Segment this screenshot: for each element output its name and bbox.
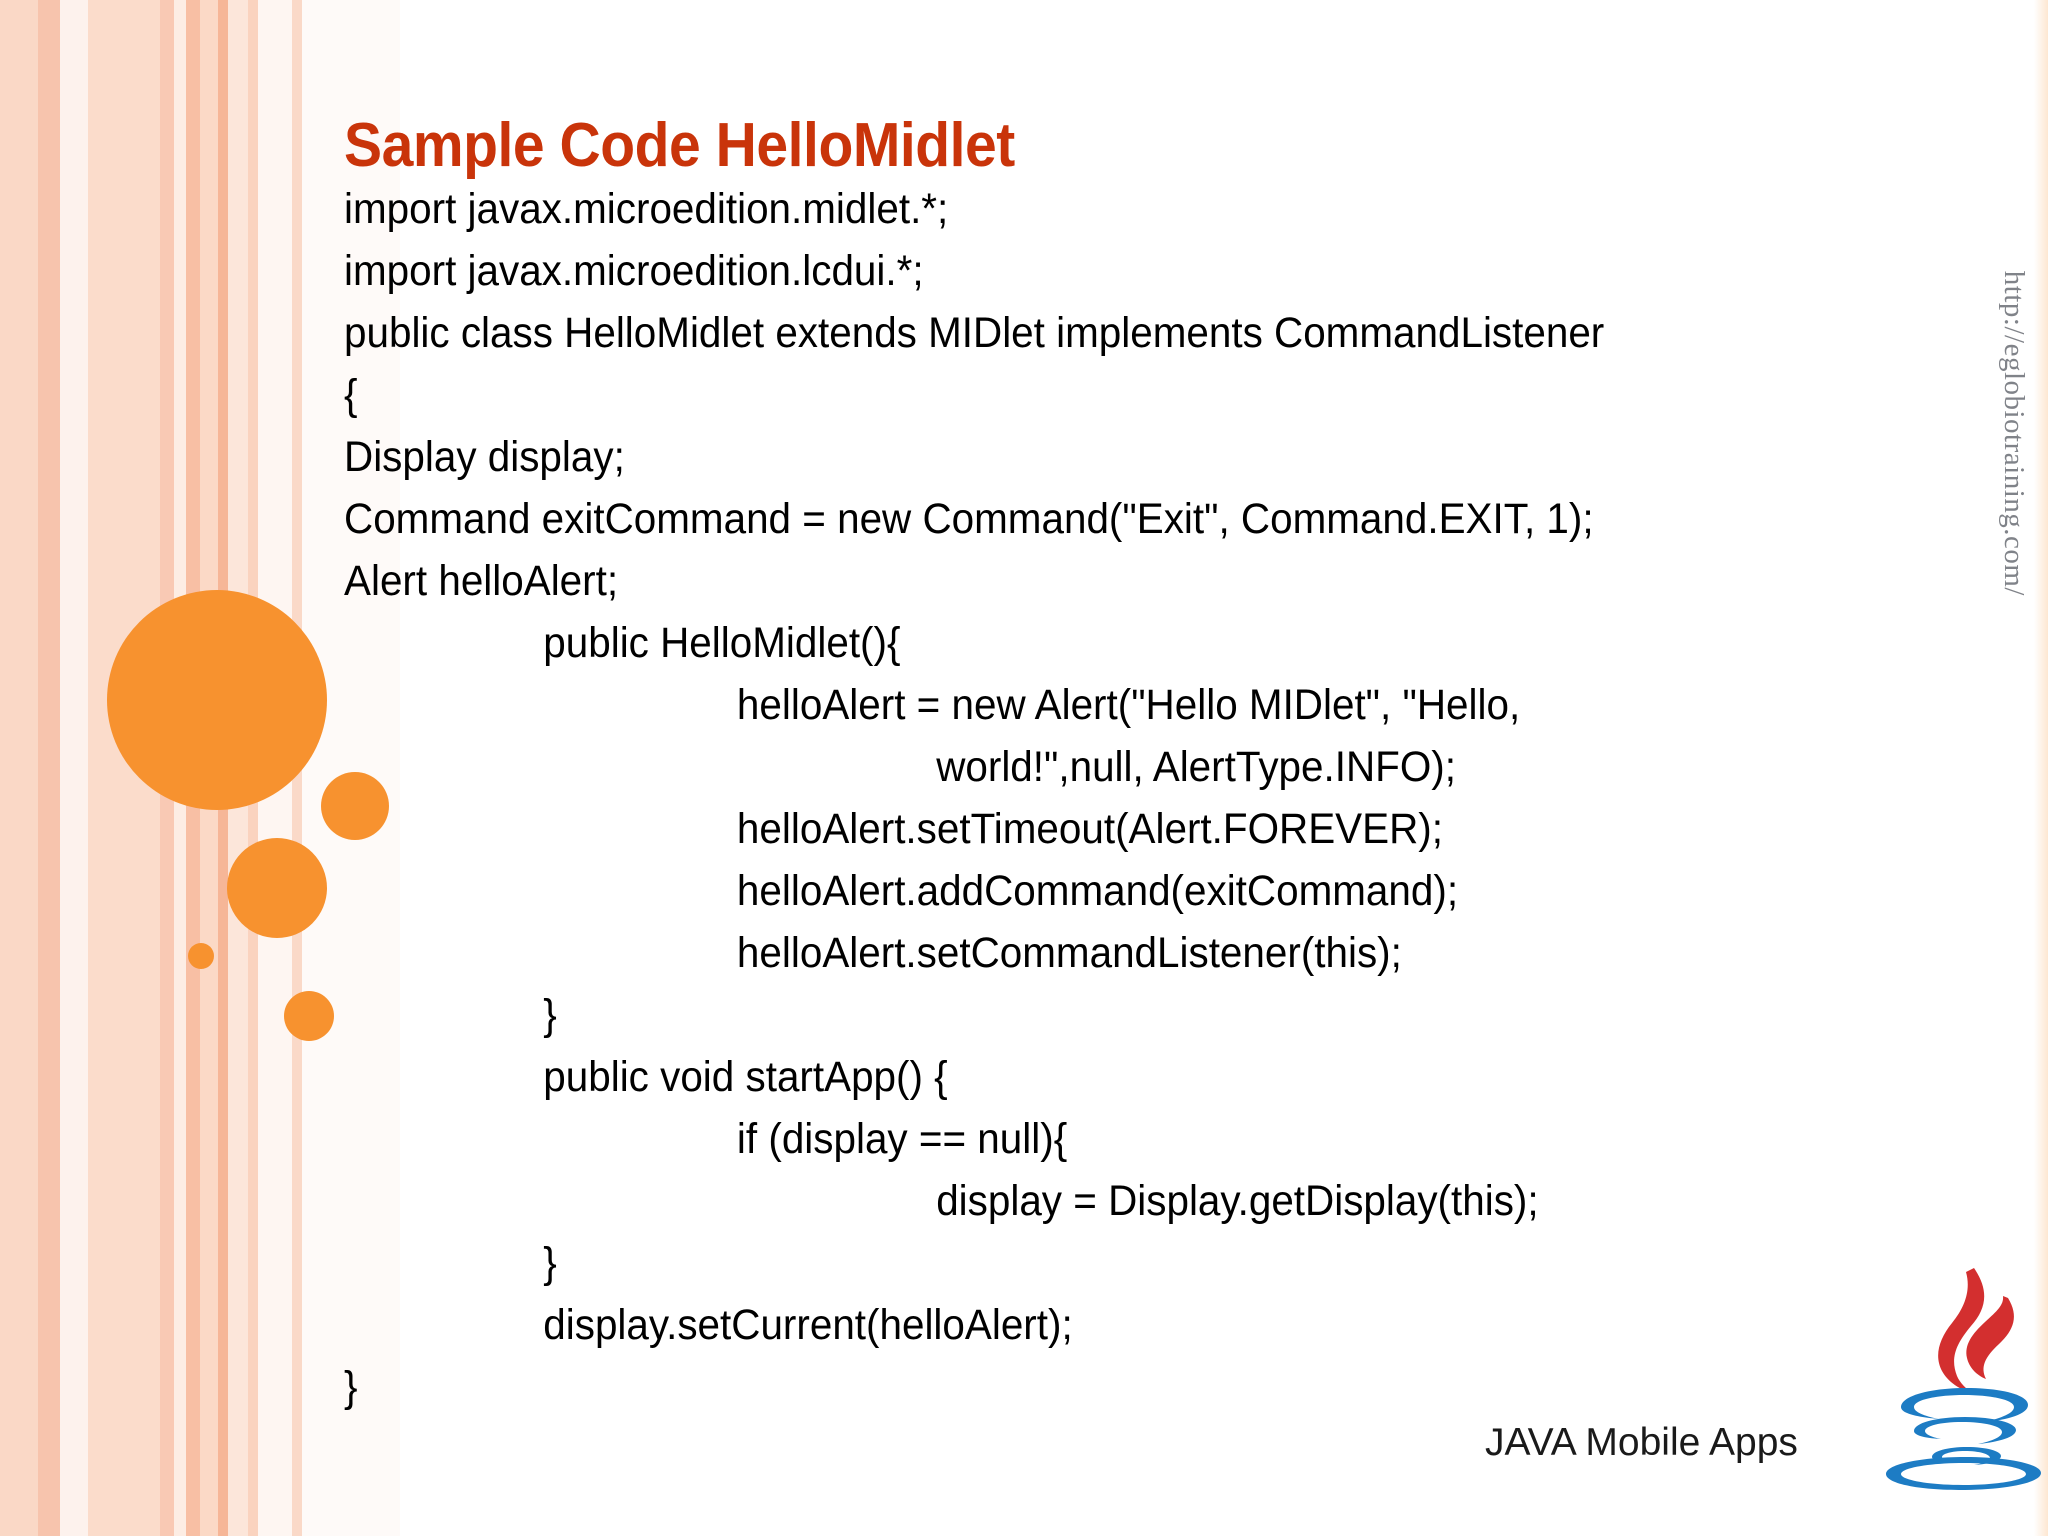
code-line: public class HelloMidlet extends MIDlet …	[344, 309, 1605, 357]
site-url-watermark: http://eglobiotraining.com/	[1998, 270, 2030, 596]
java-logo-cup	[1886, 1388, 2041, 1490]
code-line: world!",null, AlertType.INFO);	[936, 743, 1456, 791]
code-line: import javax.microedition.lcdui.*;	[344, 247, 924, 295]
java-logo-steam	[1938, 1268, 2014, 1393]
code-line: display = Display.getDisplay(this);	[936, 1177, 1539, 1225]
decorative-circle	[188, 943, 214, 969]
code-line: helloAlert.setTimeout(Alert.FOREVER);	[736, 805, 1443, 853]
java-logo	[1856, 1268, 2046, 1510]
code-line: helloAlert = new Alert("Hello MIDlet", "…	[736, 681, 1521, 729]
code-line: public HelloMidlet(){	[543, 619, 901, 667]
code-line: }	[543, 1239, 557, 1287]
decorative-circle	[321, 772, 389, 840]
decorative-circle	[284, 991, 334, 1041]
code-line: if (display == null){	[736, 1115, 1068, 1163]
code-line: Display display;	[344, 433, 625, 481]
code-line: import javax.microedition.midlet.*;	[344, 185, 949, 233]
page-title: Sample Code HelloMidlet	[344, 110, 1015, 180]
code-line: Command exitCommand = new Command("Exit"…	[344, 495, 1594, 543]
code-line: helloAlert.addCommand(exitCommand);	[736, 867, 1459, 915]
decorative-stripe	[38, 0, 60, 1536]
code-line: }	[543, 991, 557, 1039]
code-listing: import javax.microedition.midlet.*; impor…	[344, 178, 1984, 1418]
decorative-stripe	[60, 0, 88, 1536]
code-line: display.setCurrent(helloAlert);	[543, 1301, 1073, 1349]
code-line: }	[344, 1363, 358, 1411]
decorative-stripe	[0, 0, 38, 1536]
right-edge-accent-stripe	[2034, 0, 2048, 1536]
code-line: {	[344, 371, 358, 419]
code-line: Alert helloAlert;	[344, 557, 619, 605]
decorative-circle	[107, 590, 327, 810]
code-line: public void startApp() {	[543, 1053, 948, 1101]
footer-label: JAVA Mobile Apps	[1485, 1421, 1798, 1464]
code-line: helloAlert.setCommandListener(this);	[736, 929, 1402, 977]
decorative-circle	[227, 838, 327, 938]
decorative-stripe	[302, 0, 400, 1536]
